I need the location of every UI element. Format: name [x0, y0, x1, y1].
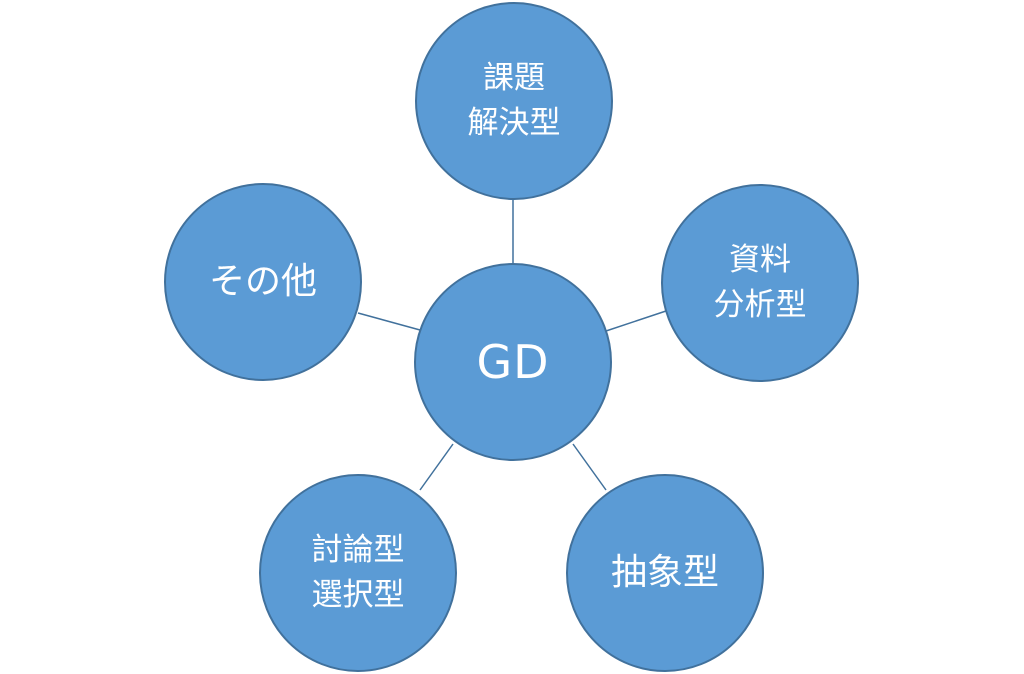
- connector-left: [357, 312, 421, 331]
- node-label-line: 課題: [483, 60, 545, 97]
- node-discussion-selection: 討論型 選択型: [259, 474, 457, 672]
- center-label: GD: [476, 334, 550, 389]
- node-abstract: 抽象型: [566, 474, 764, 672]
- node-label-line: 選択型: [311, 577, 405, 613]
- node-label-line: 討論型: [311, 532, 405, 569]
- node-data-analysis: 資料 分析型: [661, 184, 859, 382]
- node-center-gd: GD: [414, 263, 612, 461]
- connector-right: [605, 310, 667, 332]
- connector-bottom-left: [419, 443, 454, 491]
- connector-bottom-right: [572, 443, 607, 491]
- node-label-line: 抽象型: [610, 551, 719, 593]
- node-other: その他: [164, 183, 362, 381]
- node-label-line: 資料: [729, 242, 791, 279]
- node-problem-solving: 課題 解決型: [415, 2, 613, 200]
- node-label-line: その他: [208, 260, 317, 302]
- node-label-line: 解決型: [467, 105, 561, 141]
- node-label-line: 分析型: [713, 287, 807, 323]
